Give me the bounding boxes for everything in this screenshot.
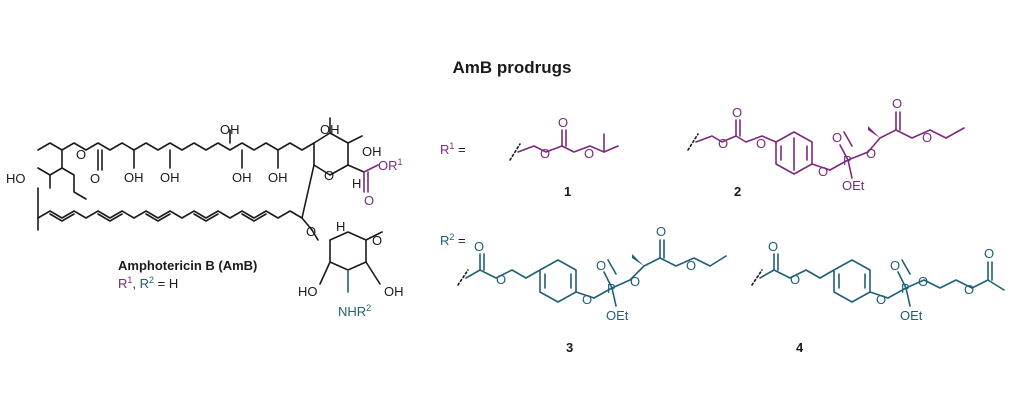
amphotericin-b-structure	[37, 117, 383, 293]
atom-o: O	[876, 292, 886, 307]
atom-o: O	[496, 272, 506, 287]
atom-o: O	[90, 171, 100, 186]
compound-4-structure	[751, 253, 1005, 307]
atom-p: P	[607, 281, 616, 296]
atom-o: O	[832, 130, 842, 145]
compound-2-structure	[687, 111, 965, 179]
figure-title: AmB prodrugs	[452, 58, 572, 77]
atom-oet: OEt	[900, 308, 923, 323]
atom-o: O	[584, 146, 594, 161]
atom-o: O	[756, 136, 766, 151]
atom-o: O	[76, 147, 86, 162]
atom-o: O	[768, 239, 778, 254]
r1-label: R1 =	[440, 141, 466, 157]
atom-h: H	[352, 176, 361, 191]
atom-oh: OH	[320, 122, 340, 137]
atom-o: O	[984, 246, 994, 261]
atom-o: O	[630, 274, 640, 289]
atom-or1: OR1	[378, 157, 403, 173]
atom-oh: OH	[384, 284, 404, 299]
atom-o: O	[306, 224, 316, 239]
atom-ho: HO	[6, 171, 26, 186]
compound-name: Amphotericin B (AmB)	[118, 258, 257, 273]
atom-o: O	[892, 96, 902, 111]
compound-1-number: 1	[564, 184, 571, 199]
atom-o: O	[582, 292, 592, 307]
atom-oh: OH	[160, 170, 180, 185]
atom-h: H	[336, 219, 345, 234]
atom-o: O	[364, 193, 374, 208]
atom-p: P	[843, 153, 852, 168]
atom-o: O	[964, 282, 974, 297]
atom-o: O	[324, 168, 334, 183]
atom-o: O	[890, 258, 900, 273]
atom-o: O	[540, 146, 550, 161]
atom-o: O	[372, 233, 382, 248]
atom-o: O	[474, 239, 484, 254]
compound-3-number: 3	[566, 340, 573, 355]
atom-o: O	[718, 136, 728, 151]
atom-nhr2: NHR2	[338, 303, 371, 319]
atom-o: O	[790, 272, 800, 287]
atom-o: O	[818, 164, 828, 179]
atom-oh: OH	[220, 122, 240, 137]
r2-label: R2 =	[440, 232, 466, 248]
atom-o: O	[918, 274, 928, 289]
atom-o: O	[656, 224, 666, 239]
atom-oh: OH	[268, 170, 288, 185]
atom-o: O	[866, 146, 876, 161]
atom-oh: OH	[362, 144, 382, 159]
atom-o: O	[686, 258, 696, 273]
compound-1-structure	[509, 129, 619, 161]
atom-ho: HO	[298, 284, 318, 299]
atom-o: O	[732, 105, 742, 120]
atom-oh: OH	[124, 170, 144, 185]
parent-substituents: R1, R2 = H	[118, 275, 178, 291]
atom-oh: OH	[232, 170, 252, 185]
atom-o: O	[558, 115, 568, 130]
compound-4-number: 4	[796, 340, 804, 355]
atom-o: O	[922, 130, 932, 145]
atom-oet: OEt	[606, 308, 629, 323]
atom-oet: OEt	[842, 178, 865, 193]
compound-2-number: 2	[734, 184, 741, 199]
atom-o: O	[596, 258, 606, 273]
compound-3-structure	[457, 239, 727, 307]
atom-p: P	[901, 281, 910, 296]
